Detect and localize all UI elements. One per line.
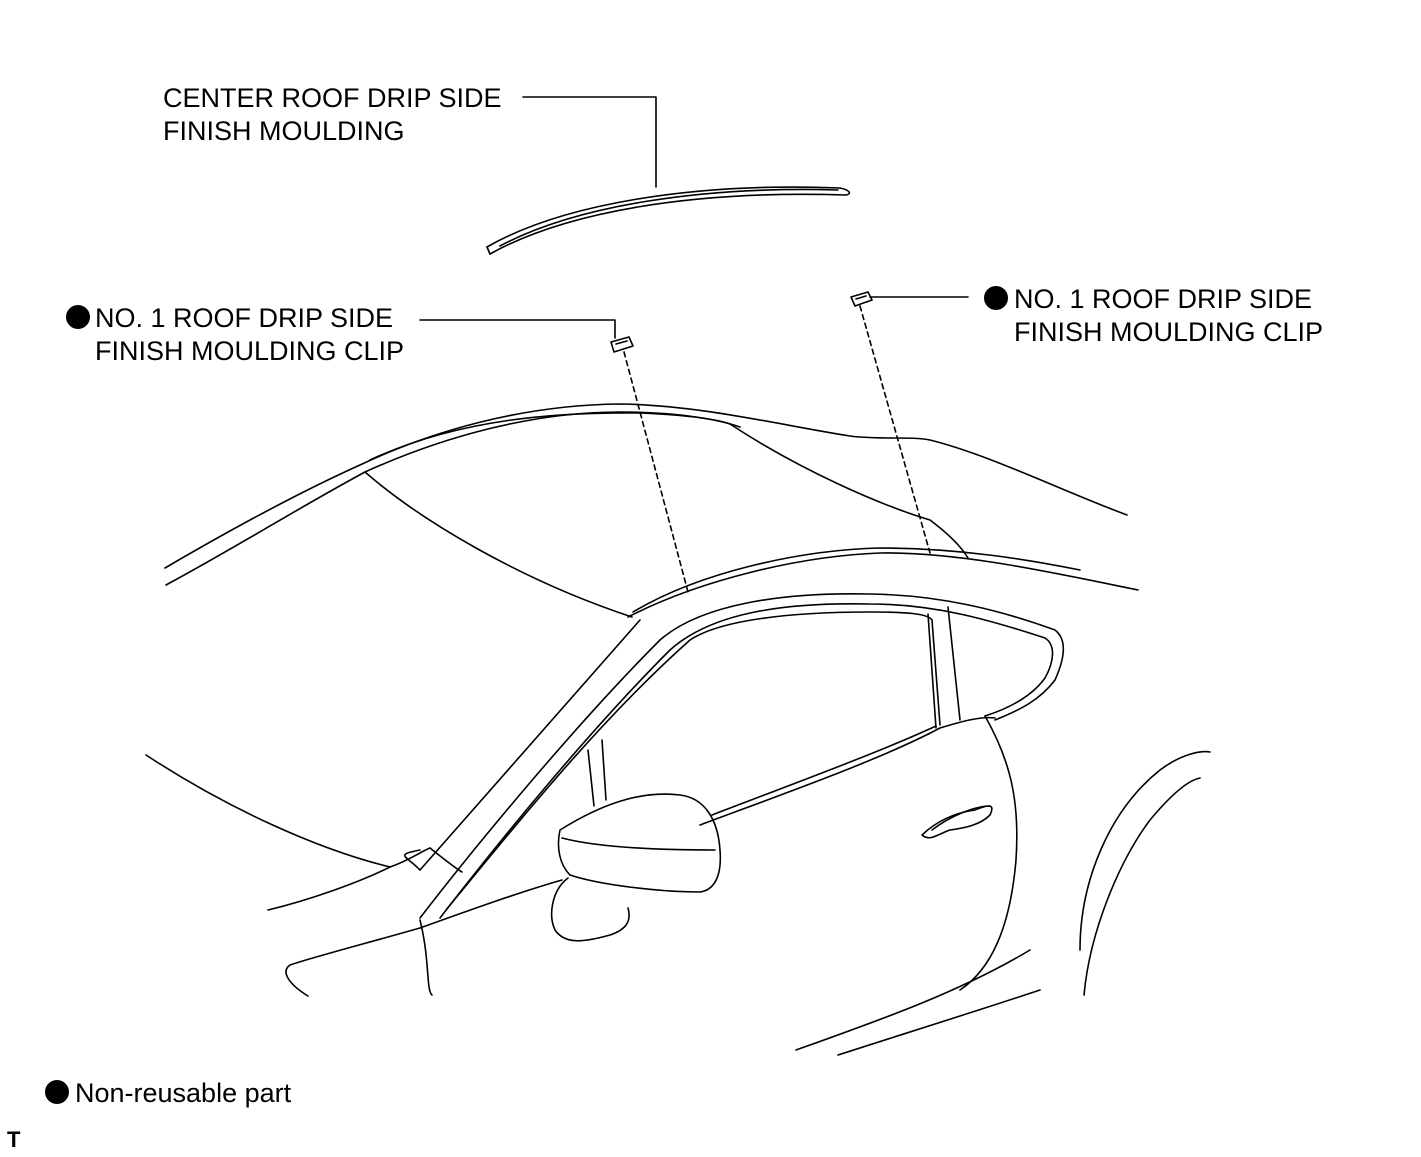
label-line: CENTER ROOF DRIP SIDE: [163, 83, 502, 113]
non-reusable-dot-icon: [66, 305, 90, 329]
label-line: FINISH MOULDING CLIP: [1014, 317, 1324, 347]
legend-dot-icon: [45, 1080, 69, 1104]
dashed-guide-right: [859, 305, 931, 554]
clip-right-part: [850, 291, 873, 307]
leader-clip-left: [419, 319, 616, 339]
label-no1-clip-right: NO. 1 ROOF DRIP SIDE FINISH MOULDING CLI…: [1014, 283, 1323, 349]
clip-left-part: [610, 336, 634, 353]
label-line: NO. 1 ROOF DRIP SIDE: [1014, 284, 1313, 314]
footer-code: T: [7, 1127, 21, 1152]
legend-text: Non-reusable part: [75, 1078, 292, 1108]
non-reusable-dot-icon: [984, 286, 1008, 310]
label-line: NO. 1 ROOF DRIP SIDE: [95, 303, 394, 333]
dashed-guide-left: [623, 351, 689, 593]
label-no1-clip-left: NO. 1 ROOF DRIP SIDE FINISH MOULDING CLI…: [95, 302, 404, 368]
label-line: FINISH MOULDING: [163, 116, 405, 146]
leader-center-moulding: [522, 96, 657, 188]
label-center-roof-drip-side-finish-moulding: CENTER ROOF DRIP SIDE FINISH MOULDING: [163, 82, 502, 148]
label-line: FINISH MOULDING CLIP: [95, 336, 405, 366]
center-moulding-part: [486, 186, 851, 255]
